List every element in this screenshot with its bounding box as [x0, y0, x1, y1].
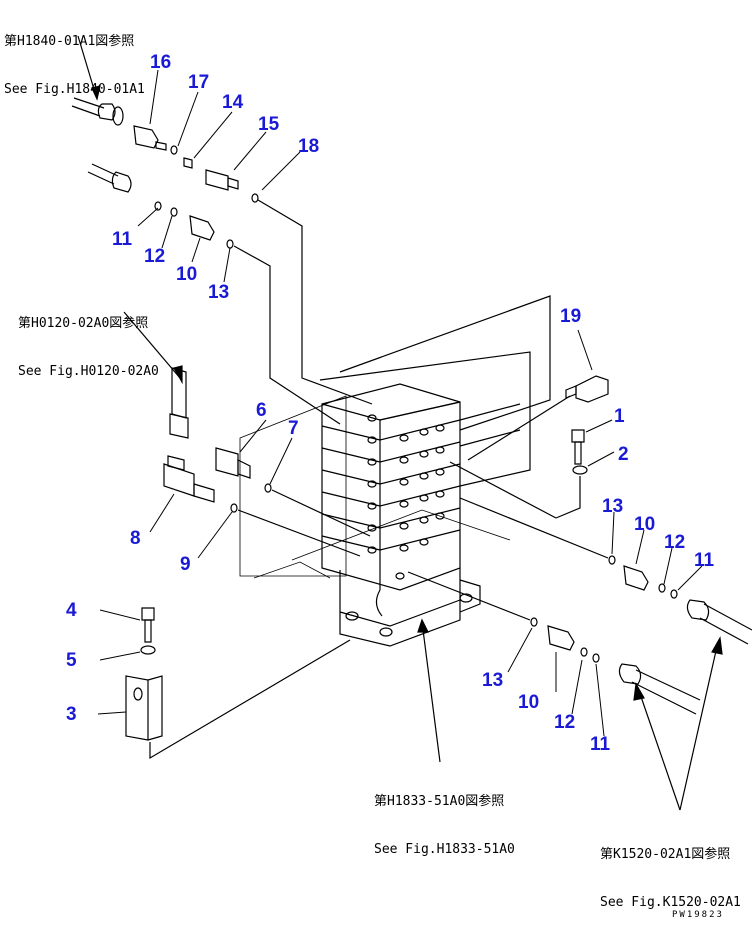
callout-4: 4: [66, 600, 77, 621]
reference-note-en: See Fig.H1833-51A0: [374, 842, 515, 857]
callout-2: 2: [618, 444, 629, 465]
parts-diagram: 第H1840-01A1図参照 See Fig.H1840-01A1 第H0120…: [4, 2, 752, 920]
control-valve-block: [319, 295, 551, 763]
reference-note-h0120: 第H0120-02A0図参照 See Fig.H0120-02A0: [18, 284, 159, 412]
callout-17: 17: [188, 72, 209, 93]
callout-15: 15: [258, 114, 280, 135]
reference-note-k1520: 第K1520-02A1図参照 See Fig.K1520-02A1: [600, 815, 741, 943]
callout-11: 11: [112, 229, 133, 250]
callout-13: 13: [208, 282, 229, 303]
reference-note-jp: 第K1520-02A1図参照: [600, 847, 731, 862]
callout-7: 7: [288, 418, 299, 439]
reference-note-h1833: 第H1833-51A0図参照 See Fig.H1833-51A0: [374, 762, 515, 890]
callout-11: 11: [694, 550, 715, 571]
drawing-code: PW19823: [672, 910, 724, 920]
callout-9: 9: [180, 554, 191, 575]
callout-6: 6: [256, 400, 267, 421]
reference-note-en: See Fig.H0120-02A0: [18, 364, 159, 379]
callout-13: 13: [602, 496, 623, 517]
callout-leaders: [97, 69, 703, 737]
callout-12: 12: [144, 246, 165, 267]
callout-14: 14: [222, 92, 244, 113]
callout-1: 1: [614, 406, 625, 427]
callout-8: 8: [130, 528, 141, 549]
callout-10: 10: [176, 264, 197, 285]
callout-19: 19: [560, 306, 581, 327]
reference-note-en: See Fig.H1840-01A1: [4, 82, 145, 97]
reference-note-jp: 第H1840-01A1図参照: [4, 34, 135, 49]
upper-hose-assembly: [71, 35, 373, 425]
reference-note-jp: 第H1833-51A0図参照: [374, 794, 505, 809]
callout-13: 13: [482, 670, 503, 691]
callout-16: 16: [150, 52, 171, 73]
callout-numbers: 16 17 14 15 18 11 12 10 13 19 6 7 1 2 8 …: [66, 52, 715, 755]
reference-note-h1840: 第H1840-01A1図参照 See Fig.H1840-01A1: [4, 2, 145, 130]
callout-5: 5: [66, 650, 77, 671]
callout-12: 12: [554, 712, 575, 733]
callout-12: 12: [664, 532, 685, 553]
reference-note-jp: 第H0120-02A0図参照: [18, 316, 149, 331]
background-outline: [239, 395, 511, 579]
bracket-assembly: [125, 607, 351, 760]
reference-note-en: See Fig.K1520-02A1: [600, 895, 741, 910]
diagram-drawing: 16 17 14 15 18 11 12 10 13 19 6 7 1 2 8 …: [66, 35, 752, 811]
callout-10: 10: [518, 692, 539, 713]
callout-10: 10: [634, 514, 655, 535]
callout-11: 11: [590, 734, 611, 755]
callout-18: 18: [298, 136, 319, 157]
left-fitting-assembly: [123, 311, 371, 557]
callout-3: 3: [66, 704, 77, 725]
right-fitting-assembly: [407, 375, 752, 811]
